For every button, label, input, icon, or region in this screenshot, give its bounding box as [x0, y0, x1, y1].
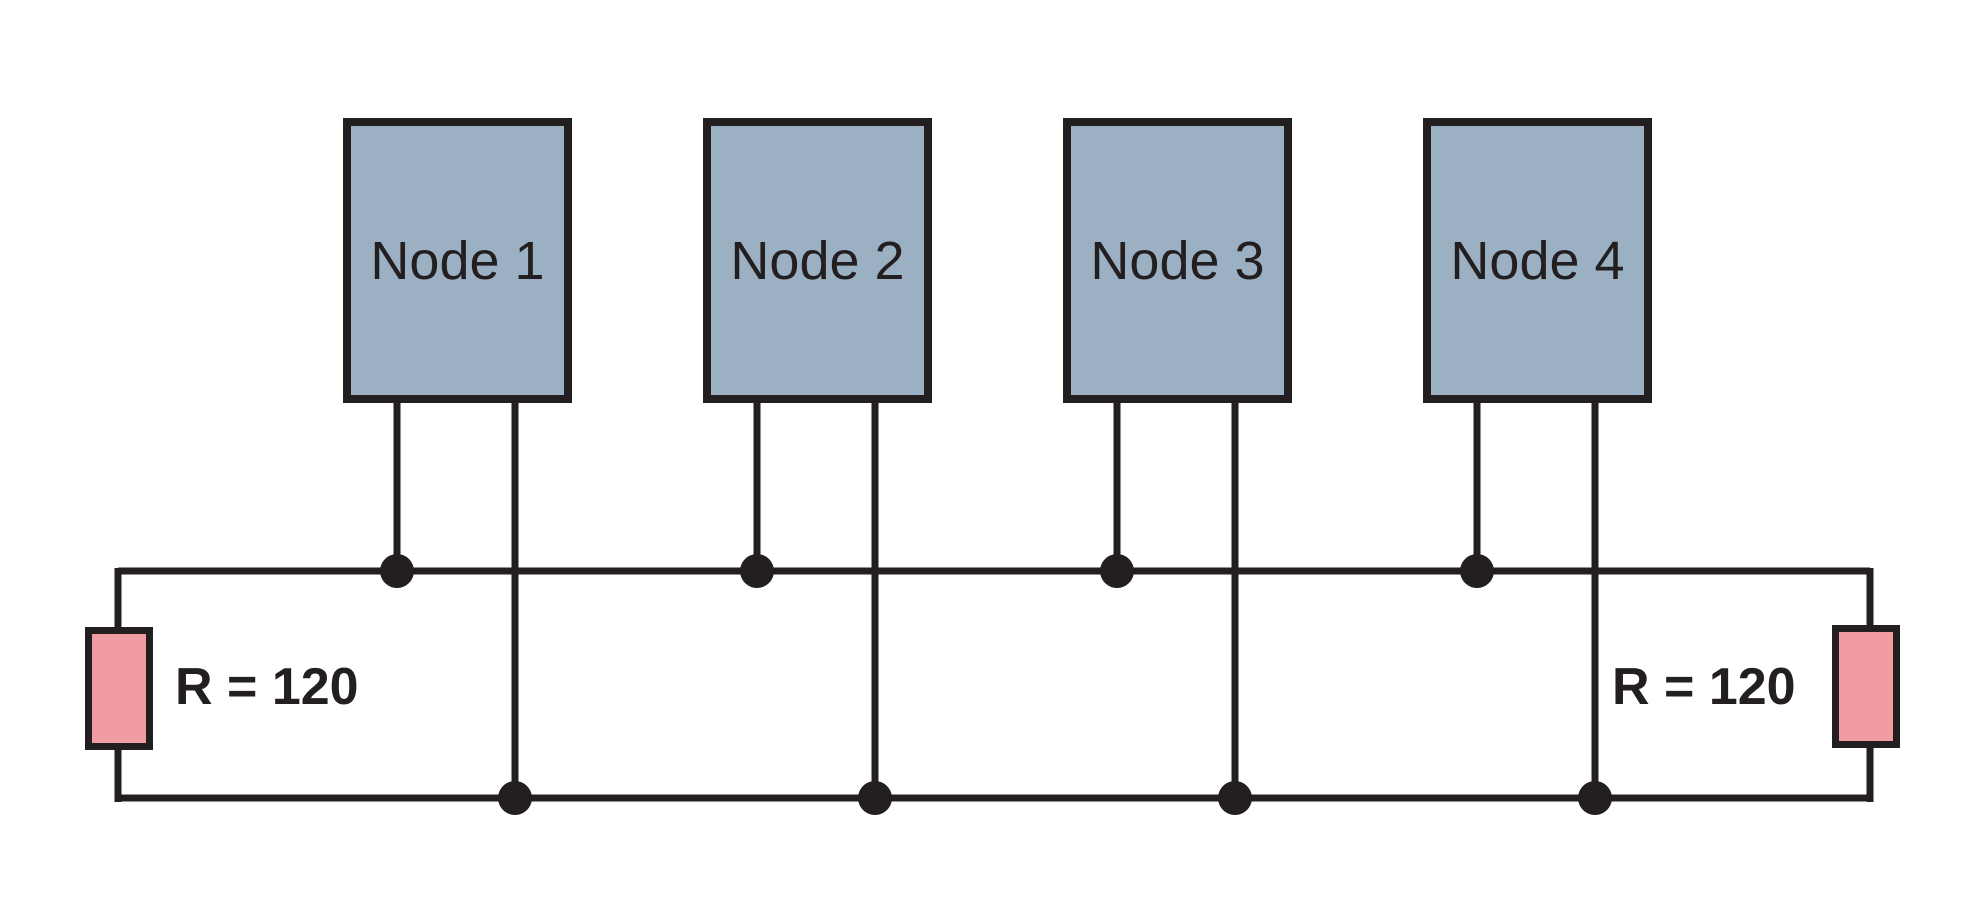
right-termination-resistor [1832, 625, 1900, 748]
node2-bottom-junction-dot [858, 781, 892, 815]
node3-top-junction-dot [1100, 554, 1134, 588]
node-label-1: Node 1 [370, 230, 545, 291]
left-resistor-label: R = 120 [175, 658, 359, 716]
node-box-4: Node 4 [1423, 118, 1652, 403]
right-resistor-label: R = 120 [1612, 658, 1796, 716]
node-label-2: Node 2 [730, 230, 905, 291]
node-box-2: Node 2 [703, 118, 932, 403]
node-label-3: Node 3 [1090, 230, 1265, 291]
node-box-1: Node 1 [343, 118, 572, 403]
node-box-3: Node 3 [1063, 118, 1292, 403]
node1-bottom-junction-dot [498, 781, 532, 815]
left-termination-resistor [85, 627, 153, 750]
node2-top-junction-dot [740, 554, 774, 588]
node1-top-junction-dot [380, 554, 414, 588]
node-label-4: Node 4 [1450, 230, 1625, 291]
node4-top-junction-dot [1460, 554, 1494, 588]
node3-bottom-junction-dot [1218, 781, 1252, 815]
node4-bottom-junction-dot [1578, 781, 1612, 815]
